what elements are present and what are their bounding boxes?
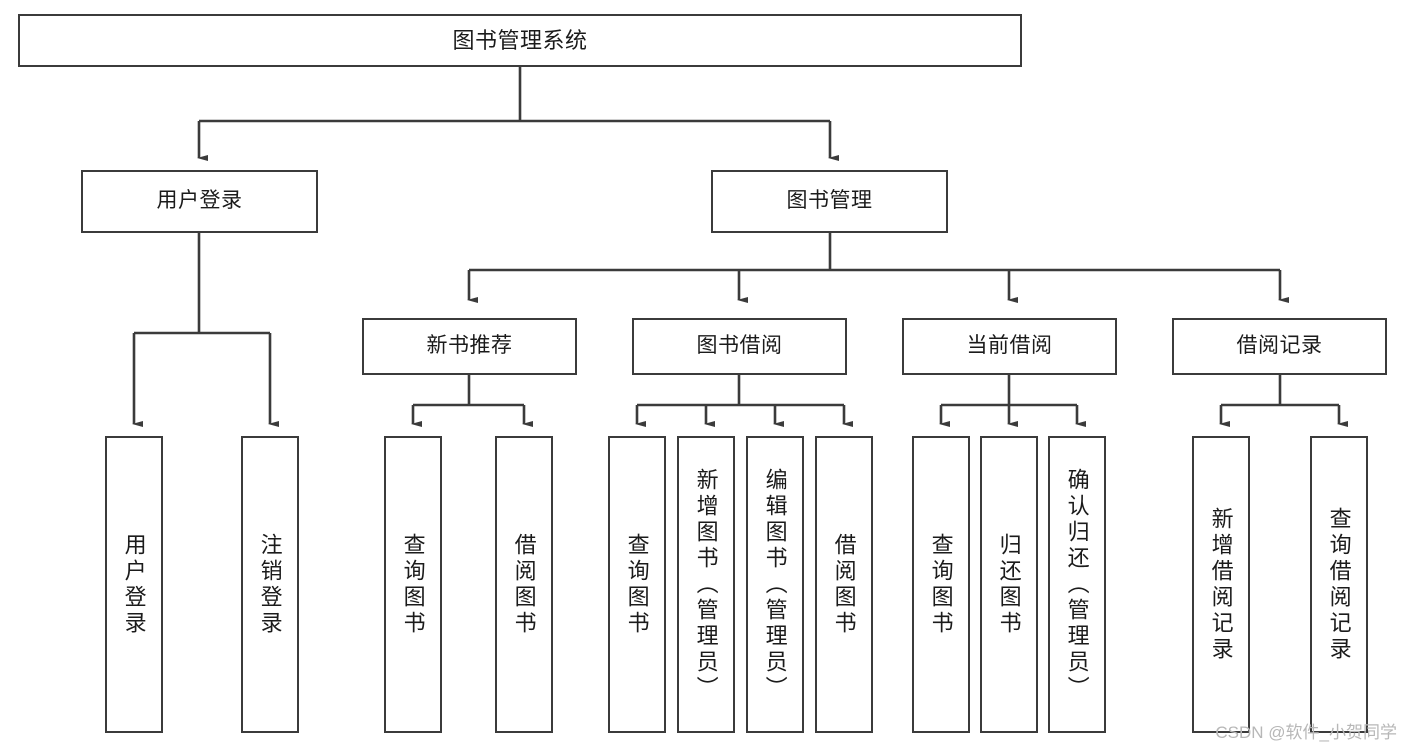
node-label: 图书管理 (786, 189, 873, 213)
node-label: 查询图书 (928, 532, 954, 637)
node-label: 图书管理系统 (452, 27, 588, 53)
node-label: 新增借阅记录 (1208, 506, 1234, 663)
watermark-text: CSDN @软件_小贺同学 (1215, 723, 1397, 742)
node-label: 确认归还（管理员） (1064, 467, 1090, 702)
node-leaf-user-logout[interactable]: 注销登录 (241, 436, 299, 733)
node-leaf-query-book-2[interactable]: 查询图书 (608, 436, 666, 733)
node-label: 新增图书（管理员） (693, 467, 719, 702)
node-leaf-query-book-3[interactable]: 查询图书 (912, 436, 970, 733)
node-new-book-recommend[interactable]: 新书推荐 (362, 318, 577, 375)
node-book-borrow[interactable]: 图书借阅 (632, 318, 847, 375)
node-label: 查询图书 (624, 532, 650, 637)
node-label: 用户登录 (121, 532, 147, 637)
node-leaf-add-book[interactable]: 新增图书（管理员） (677, 436, 735, 733)
node-book-management[interactable]: 图书管理 (711, 170, 948, 233)
node-label: 编辑图书（管理员） (762, 467, 788, 702)
node-borrow-record[interactable]: 借阅记录 (1172, 318, 1387, 375)
node-label: 用户登录 (156, 189, 243, 213)
node-user-login[interactable]: 用户登录 (81, 170, 318, 233)
node-leaf-borrow-book-1[interactable]: 借阅图书 (495, 436, 553, 733)
node-label: 查询图书 (400, 532, 426, 637)
node-leaf-query-book-1[interactable]: 查询图书 (384, 436, 442, 733)
node-leaf-borrow-book-2[interactable]: 借阅图书 (815, 436, 873, 733)
node-leaf-add-record[interactable]: 新增借阅记录 (1192, 436, 1250, 733)
node-label: 新书推荐 (426, 334, 513, 358)
node-label: 查询借阅记录 (1326, 506, 1352, 663)
node-current-borrow[interactable]: 当前借阅 (902, 318, 1117, 375)
node-leaf-query-record[interactable]: 查询借阅记录 (1310, 436, 1368, 733)
node-leaf-edit-book[interactable]: 编辑图书（管理员） (746, 436, 804, 733)
node-root-system[interactable]: 图书管理系统 (18, 14, 1022, 67)
node-leaf-user-login[interactable]: 用户登录 (105, 436, 163, 733)
node-label: 借阅图书 (831, 532, 857, 637)
node-leaf-return-book[interactable]: 归还图书 (980, 436, 1038, 733)
node-label: 借阅记录 (1236, 334, 1323, 358)
node-label: 当前借阅 (966, 334, 1053, 358)
node-label: 图书借阅 (696, 334, 783, 358)
node-leaf-confirm-return[interactable]: 确认归还（管理员） (1048, 436, 1106, 733)
node-label: 归还图书 (996, 532, 1022, 637)
node-label: 借阅图书 (511, 532, 537, 637)
node-label: 注销登录 (257, 532, 283, 637)
